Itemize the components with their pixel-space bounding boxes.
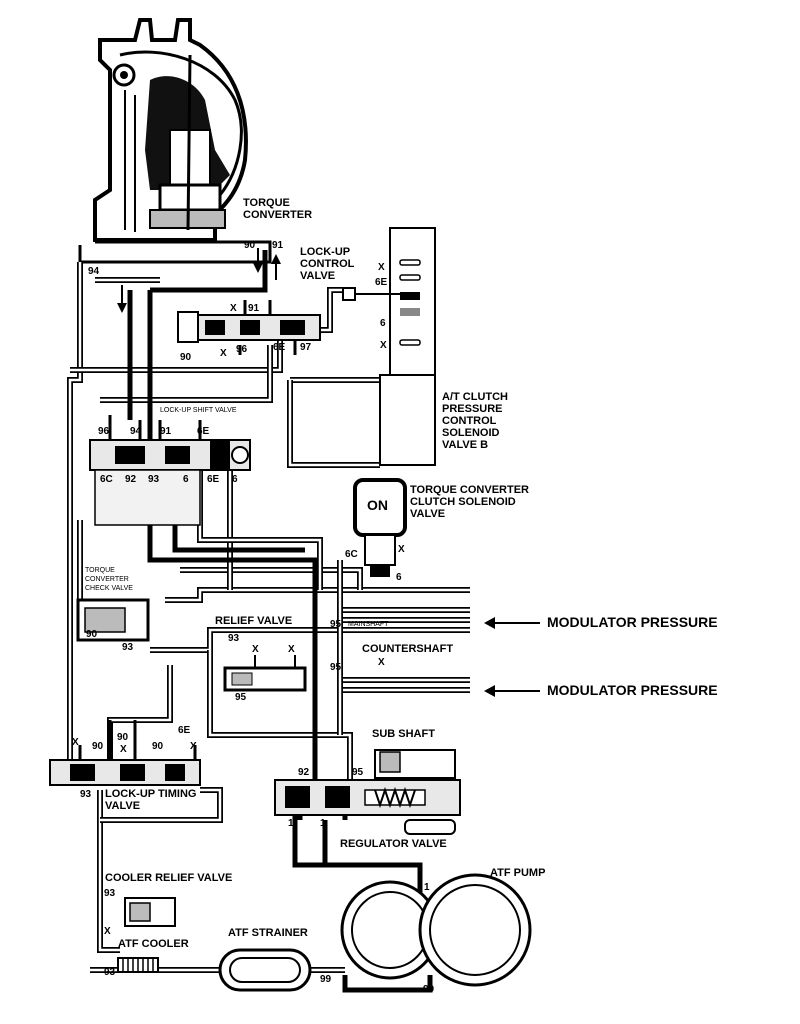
sub-shaft-label: SUB SHAFT <box>372 728 435 740</box>
port-95: 95 <box>330 619 342 630</box>
mainshaft-label: MAINSHAFT <box>348 621 389 628</box>
port-95: 95 <box>330 662 342 673</box>
port-x: X <box>120 744 127 755</box>
port-6: 6 <box>232 474 238 485</box>
port-94: 94 <box>130 426 142 437</box>
atf-cooler <box>117 957 159 973</box>
port-93: 93 <box>104 888 116 899</box>
lockup-control-valve-label: LOCK-UP CONTROL VALVE <box>300 246 357 282</box>
port-95: 95 <box>352 767 364 778</box>
port-96: 96 <box>98 426 110 437</box>
port-92: 92 <box>125 474 137 485</box>
port-90: 90 <box>92 741 104 752</box>
at-clutch-solenoid-valve-b <box>342 227 436 466</box>
port-6E: 6E <box>178 725 191 736</box>
modulator-arrows <box>484 617 540 697</box>
port-90: 90 <box>117 732 129 743</box>
torque-converter-label: TORQUE CONVERTER <box>243 197 312 221</box>
port-92: 92 <box>298 767 310 778</box>
port-6: 6 <box>396 572 402 583</box>
port-6E: 6E <box>273 342 286 353</box>
countershaft-label: COUNTERSHAFT <box>362 643 453 655</box>
atf-strainer <box>218 948 312 992</box>
torque-converter-check-valve <box>76 598 150 642</box>
tcc-solenoid-label: TORQUE CONVERTER CLUTCH SOLENOID VALVE <box>410 484 532 520</box>
port-93: 93 <box>148 474 160 485</box>
atf-pump <box>340 873 532 987</box>
port-x: X <box>378 262 385 273</box>
relief-valve <box>223 655 307 692</box>
port-99: 99 <box>423 984 435 995</box>
port-6: 6 <box>183 474 189 485</box>
port-94: 94 <box>88 266 100 277</box>
port-6: 6 <box>380 318 386 329</box>
port-1: 1 <box>320 818 326 829</box>
port-93: 93 <box>104 967 116 978</box>
torque-converter <box>78 18 272 264</box>
lockup-timing-valve-label: LOCK-UP TIMING VALVE <box>105 788 200 812</box>
port-x: X <box>72 737 79 748</box>
port-numbers: 90 91 94 X 91 90 X 96 6E 97 X 6E 6 X 96 … <box>72 240 435 995</box>
port-93: 93 <box>122 642 134 653</box>
modulator-pressure-label-2: MODULATOR PRESSURE <box>547 682 718 698</box>
port-x: X <box>104 926 111 937</box>
port-x: X <box>398 544 405 555</box>
port-90: 90 <box>244 240 256 251</box>
port-93: 93 <box>228 633 240 644</box>
port-x: X <box>230 303 237 314</box>
lockup-timing-valve <box>49 720 201 786</box>
tcc-solenoid-valve <box>353 478 407 577</box>
port-96: 96 <box>236 344 248 355</box>
check-valve-label: TORQUE CONVERTER CHECK VALVE <box>85 567 133 592</box>
at-clutch-solenoid-label: A/T CLUTCH PRESSURE CONTROL SOLENOID VAL… <box>442 391 511 451</box>
port-1: 1 <box>424 882 430 893</box>
port-95: 95 <box>235 692 247 703</box>
port-91: 91 <box>248 303 260 314</box>
port-6C: 6C <box>345 549 358 560</box>
port-6E: 6E <box>207 474 220 485</box>
lockup-shift-valve-label: LOCK-UP SHIFT VALVE <box>160 407 237 414</box>
lockup-shift-valve <box>89 415 251 526</box>
port-90: 90 <box>152 741 164 752</box>
modulator-pressure-label-1: MODULATOR PRESSURE <box>547 614 718 630</box>
port-6E: 6E <box>197 426 210 437</box>
port-x: X <box>378 657 385 668</box>
relief-valve-label: RELIEF VALVE <box>215 615 292 627</box>
lockup-control-valve <box>177 300 321 355</box>
port-90: 90 <box>86 629 98 640</box>
port-x: X <box>288 644 295 655</box>
port-91: 91 <box>160 426 172 437</box>
port-x: X <box>252 644 259 655</box>
regulator-valve-label: REGULATOR VALVE <box>340 838 447 850</box>
flow-arrows <box>117 248 281 313</box>
port-97: 97 <box>300 342 312 353</box>
port-6E: 6E <box>375 277 388 288</box>
atf-cooler-label: ATF COOLER <box>118 938 189 950</box>
port-6C: 6C <box>100 474 113 485</box>
port-x: X <box>380 340 387 351</box>
port-93: 93 <box>80 789 92 800</box>
port-x: X <box>220 348 227 359</box>
cooler-relief-valve <box>124 897 176 927</box>
atf-pump-label: ATF PUMP <box>490 867 545 879</box>
port-1: 1 <box>288 818 294 829</box>
port-91: 91 <box>272 240 284 251</box>
cooler-relief-valve-label: COOLER RELIEF VALVE <box>105 872 232 884</box>
atf-strainer-label: ATF STRAINER <box>228 927 308 939</box>
port-99: 99 <box>320 974 332 985</box>
port-x: X <box>190 741 197 752</box>
port-90: 90 <box>180 352 192 363</box>
regulator-valve <box>274 749 461 835</box>
solenoid-on-indicator: ON <box>367 497 388 513</box>
